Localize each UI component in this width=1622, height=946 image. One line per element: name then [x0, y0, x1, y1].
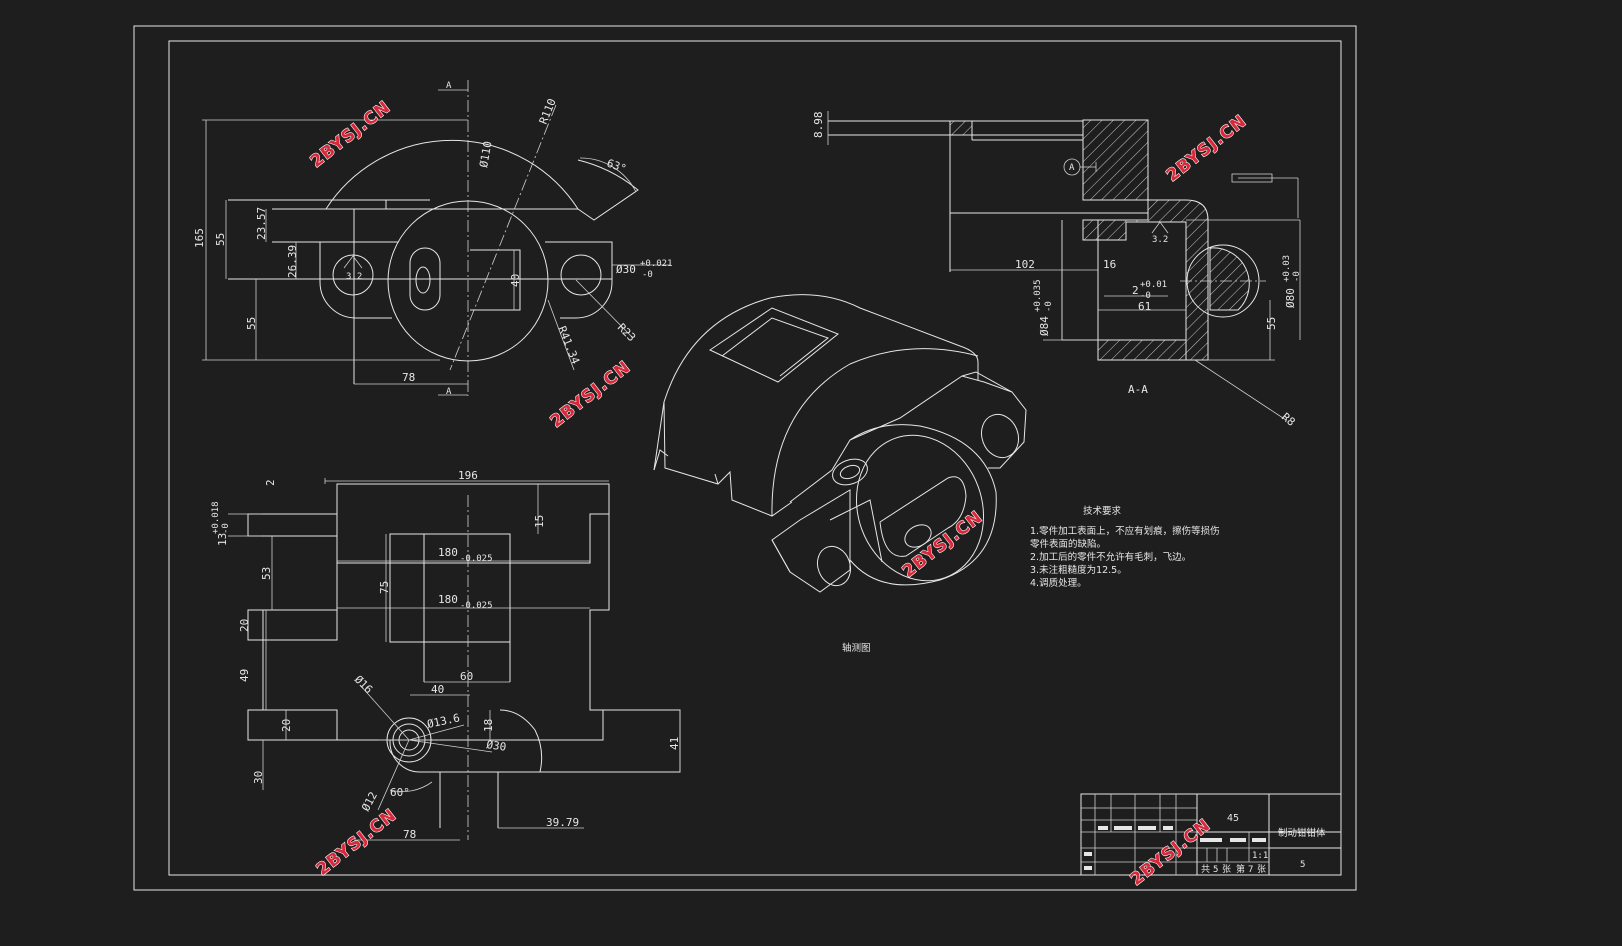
dim-23-57: 23.57 — [255, 207, 268, 240]
dim-40: 40 — [431, 683, 444, 696]
title-block-total-unit: 张 — [1222, 864, 1231, 875]
title-block-sheet-unit: 张 — [1257, 864, 1266, 875]
dim-2-tol-low: -0 — [1140, 291, 1151, 301]
tech-req-item-2: 2.加工后的零件不允许有毛刺，飞边。 — [1030, 551, 1191, 563]
watermark: 2BYSJ.CN — [313, 805, 401, 880]
watermark: 2BYSJ.CN — [307, 97, 395, 172]
dim-r110: R110 — [537, 97, 559, 126]
dim-196: 196 — [458, 469, 478, 482]
dim-180-b: 180 — [438, 593, 458, 606]
technical-requirements: 技术要求 1.零件加工表面上，不应有划痕，擦伤等损伤 零件表面的缺陷。 2.加工… — [1030, 505, 1220, 589]
dim-phi80-tol-up: +0.03 — [1282, 255, 1292, 282]
title-block-material: 45 — [1227, 813, 1239, 824]
tech-req-item-1: 1.零件加工表面上，不应有划痕，擦伤等损伤 — [1030, 525, 1220, 537]
dim-phi16: Ø16 — [352, 673, 375, 696]
datum-a: A — [1069, 163, 1075, 173]
dim-phi30: Ø30 — [616, 263, 636, 276]
title-block-total-label: 共 — [1201, 864, 1210, 875]
section-view-a-a: 8.98 102 16 2 +0.01 -0 61 Ø84 +0.035 -0 … — [812, 111, 1302, 429]
dim-2: 2 — [264, 479, 277, 486]
dim-20-a: 20 — [238, 619, 251, 632]
dim-40: 40 — [509, 274, 522, 287]
dim-13: 13 — [216, 533, 229, 546]
dim-r8: R8 — [1279, 410, 1298, 428]
dim-26-39: 26.39 — [286, 245, 299, 278]
watermarks: 2BYSJ.CN 2BYSJ.CN 2BYSJ.CN 2BYSJ.CN 2BYS… — [306, 97, 1251, 891]
dim-78: 78 — [402, 371, 415, 384]
dim-phi30: Ø30 — [486, 738, 507, 754]
dim-53: 53 — [260, 567, 273, 580]
dim-39-79: 39.79 — [546, 816, 579, 829]
tech-req-item-1b: 零件表面的缺陷。 — [1030, 538, 1106, 550]
dim-78: 78 — [403, 828, 416, 841]
dim-30: 30 — [252, 771, 265, 784]
tech-req-item-4: 4.调质处理。 — [1030, 577, 1087, 589]
dim-phi110: Ø110 — [477, 140, 494, 168]
dim-2-tol-up: +0.01 — [1140, 280, 1167, 290]
dim-phi30-tol-low: -0 — [642, 270, 653, 280]
dim-phi30-tol-up: +0.021 — [640, 259, 673, 269]
dim-phi80: Ø80 — [1284, 288, 1297, 308]
roughness-3-2: 3.2 — [1152, 235, 1168, 245]
title-block-sheet-no: 5 — [1300, 860, 1305, 870]
dim-18: 18 — [482, 719, 495, 732]
dim-16: 16 — [1103, 258, 1116, 271]
dim-61: 61 — [1138, 300, 1151, 313]
isometric-view: 轴测图 — [653, 294, 1027, 654]
title-block-total: 5 — [1213, 865, 1218, 875]
dim-180-a: 180 — [438, 546, 458, 559]
dim-55-bottom: 55 — [245, 317, 258, 330]
section-mark-top: A — [446, 81, 452, 91]
dim-phi84-tol-up: +0.035 — [1033, 279, 1043, 312]
watermark: 2BYSJ.CN — [547, 357, 635, 432]
dim-41: 41 — [668, 737, 681, 750]
dim-phi80-tol-low: -0 — [1292, 271, 1302, 282]
dim-angle-60: 60° — [390, 786, 410, 799]
dim-2: 2 — [1132, 284, 1139, 297]
section-title: A-A — [1128, 383, 1148, 396]
dim-49: 49 — [238, 669, 251, 682]
dim-15: 15 — [533, 515, 546, 528]
outer-border — [133, 25, 1357, 891]
dim-13-tol-low: -0 — [221, 523, 231, 534]
dim-phi84-tol-low: -0 — [1044, 301, 1054, 312]
dim-55-top: 55 — [214, 233, 227, 246]
title-block-sheet-label: 第 — [1236, 863, 1245, 875]
dim-phi12: Ø12 — [359, 790, 380, 814]
title-block-scale: 1:1 — [1252, 851, 1268, 861]
section-mark-bottom: A — [446, 387, 452, 397]
tech-req-title: 技术要求 — [1083, 505, 1122, 517]
dim-55: 55 — [1265, 317, 1278, 330]
inner-border — [168, 40, 1342, 876]
dim-75: 75 — [378, 581, 391, 594]
dim-102: 102 — [1015, 258, 1035, 271]
tech-req-item-3: 3.未注粗糙度为12.5。 — [1030, 564, 1127, 576]
dim-180-b-tol: -0.025 — [460, 601, 493, 611]
dim-180-a-tol: -0.025 — [460, 554, 493, 564]
front-view: 165 55 55 23.57 26.39 78 40 Ø110 R110 R4… — [193, 80, 673, 397]
watermark: 2BYSJ.CN — [1163, 111, 1251, 186]
dim-60: 60 — [460, 670, 473, 683]
title-block-sheet-index: 7 — [1248, 865, 1253, 875]
dim-165: 165 — [193, 228, 206, 248]
isometric-label: 轴测图 — [842, 642, 871, 654]
dim-r41-34: R41.34 — [555, 324, 582, 366]
dim-angle-63: 63° — [605, 157, 628, 176]
dim-13-tol-up: +0.018 — [211, 501, 221, 534]
roughness-3-2: 3.2 — [346, 272, 362, 282]
title-block-part-name: 制动钳钳体 — [1278, 827, 1326, 839]
dim-phi84: Ø84 — [1038, 316, 1051, 336]
watermark: 2BYSJ.CN — [899, 507, 987, 582]
bottom-view: 196 2 13 +0.018 -0 15 53 180 -0.025 180 … — [211, 469, 681, 841]
dim-phi13-6: Ø13.6 — [426, 711, 461, 731]
dim-8-98: 8.98 — [812, 112, 825, 139]
dim-r23: R23 — [615, 321, 638, 344]
dim-20-b: 20 — [280, 719, 293, 732]
title-block: 45 制动钳钳体 1:1 5 共 5 张 第 7 张 — [1080, 793, 1342, 876]
